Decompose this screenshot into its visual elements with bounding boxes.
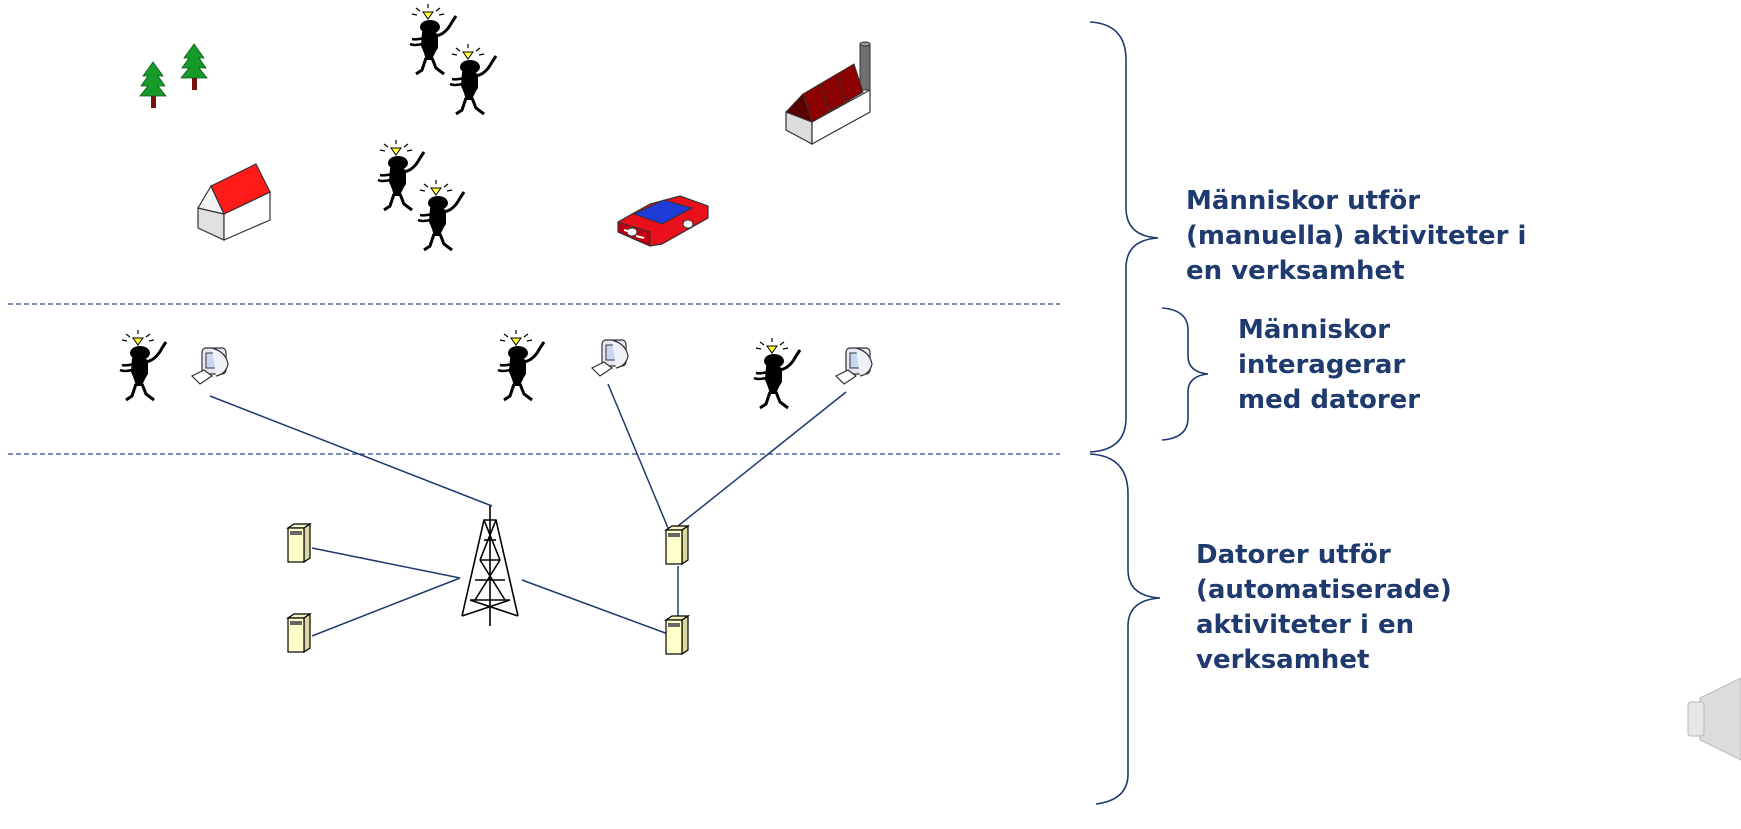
person-icon (752, 336, 802, 410)
label-computers-activities: Datorer utför (automatiserade) aktivitet… (1196, 538, 1452, 678)
label-line: en verksamhet (1186, 256, 1405, 286)
label-people-activities: Människor utför (manuella) aktiviteter i… (1186, 184, 1526, 289)
person-icon (416, 178, 466, 252)
network-links (209, 383, 847, 637)
label-line: (automatiserade) (1196, 575, 1452, 605)
label-line: med datorer (1238, 385, 1421, 415)
house-icon (197, 163, 271, 241)
tree-icon (139, 61, 167, 109)
factory-icon (785, 41, 871, 146)
brace-computers (1089, 453, 1161, 805)
server-icon (665, 525, 689, 565)
car-icon (617, 195, 709, 247)
label-people-interact: Människor interagerar med datorer (1238, 313, 1420, 418)
brace-people (1089, 21, 1159, 453)
brace-interaction (1161, 307, 1209, 441)
person-icon (118, 328, 168, 402)
person-icon (408, 2, 458, 76)
server-icon (287, 523, 311, 563)
computer-icon (191, 347, 229, 385)
label-line: (manuella) aktiviteter i (1186, 221, 1527, 251)
person-icon (496, 328, 546, 402)
label-line: Datorer utför (1196, 540, 1391, 570)
label-line: Människor utför (1186, 186, 1421, 216)
label-line: interagerar (1238, 350, 1406, 380)
tree-icon (180, 43, 208, 91)
person-icon (448, 42, 498, 116)
person-icon (376, 138, 426, 212)
speaker-icon[interactable] (1687, 677, 1741, 761)
server-icon (287, 613, 311, 653)
label-line: verksamhet (1196, 645, 1370, 675)
label-line: aktiviteter i en (1196, 610, 1415, 640)
computer-icon (591, 339, 629, 377)
server-icon (665, 615, 689, 655)
computer-icon (835, 347, 873, 385)
label-line: Människor (1238, 315, 1391, 345)
antenna-tower-icon (461, 506, 519, 626)
